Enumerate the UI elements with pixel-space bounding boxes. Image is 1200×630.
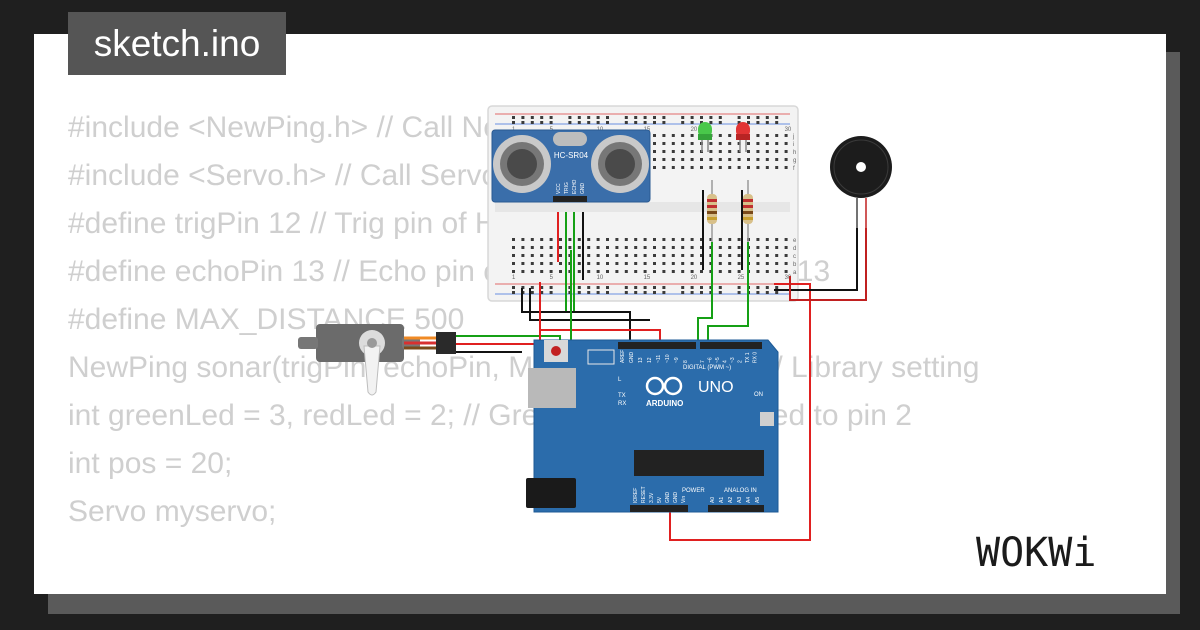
breadboard-row-letter: f	[793, 166, 795, 172]
digital-pin-label: 12	[647, 357, 653, 363]
wokwi-wordmark: WOKWi	[976, 530, 1096, 576]
digital-pin-label: AREF	[620, 350, 626, 363]
power-pin-label: 5V	[657, 496, 663, 503]
power-label: POWER	[682, 488, 705, 494]
sketch-title: sketch.ino	[68, 12, 286, 75]
breadboard-row-letter: j	[792, 134, 794, 140]
digital-pin-label: ~6	[708, 357, 714, 363]
board-led-label: TX	[618, 393, 626, 399]
code-line: void setup() {	[68, 584, 979, 594]
breadboard-row-letter: e	[793, 238, 797, 244]
board-led-label: RX	[618, 401, 626, 407]
breadboard-number: 20	[691, 127, 698, 133]
analog-pin-label: A5	[755, 497, 761, 503]
breadboard-number: 1	[512, 275, 516, 281]
digital-label: DIGITAL (PWM ~)	[683, 365, 731, 371]
digital-pin-label: TX 1	[745, 352, 751, 363]
breadboard-number: 15	[644, 275, 651, 281]
breadboard-row-letter: g	[793, 158, 796, 164]
digital-pin-label: ~3	[730, 357, 736, 363]
digital-pin-label: 7	[700, 360, 706, 363]
buzzer	[830, 136, 892, 228]
breadboard-number: 10	[597, 275, 604, 281]
digital-pin-label: 2	[738, 360, 744, 363]
digital-pin-label: ~9	[674, 357, 680, 363]
code-line: int pos = 20;	[68, 447, 233, 480]
green-led	[698, 122, 712, 152]
digital-pin-label: ~11	[656, 355, 662, 363]
breadboard-number: 25	[738, 275, 745, 281]
analog-pin-label: A4	[746, 497, 752, 503]
power-pin-label: IOREF	[633, 488, 639, 503]
resistor-red	[743, 180, 753, 242]
breadboard-number: 5	[550, 275, 554, 281]
analog-pin-label: A0	[710, 497, 716, 503]
breadboard-row-letter: d	[793, 246, 796, 252]
breadboard-number: 30	[785, 275, 792, 281]
sensor-pin-label: TRIG	[564, 182, 570, 194]
breadboard-row-letter: h	[793, 150, 796, 156]
digital-pin-label: 4	[723, 360, 729, 363]
digital-pin-label: ~5	[715, 357, 721, 363]
on-led-label: ON	[754, 392, 763, 398]
arduino-uno-board: UNO ARDUINO DIGITAL (PWM ~) POWER ANALOG…	[526, 339, 779, 513]
board-model: UNO	[698, 379, 734, 396]
analog-pin-label: A2	[728, 497, 734, 503]
analog-label: ANALOG IN	[724, 488, 757, 494]
analog-pin-label: A1	[719, 497, 725, 503]
resistor-green	[707, 180, 717, 242]
power-pin-label: 3.3V	[649, 492, 655, 503]
red-led	[736, 122, 750, 152]
power-pin-label: GND	[673, 492, 679, 504]
breadboard-holes	[512, 116, 788, 294]
power-pin-label: Vin	[681, 496, 687, 503]
analog-pin-label: A3	[737, 497, 743, 503]
digital-pin-label: ~10	[665, 354, 671, 363]
code-line: Servo myservo;	[68, 495, 277, 528]
breadboard-row-letter: a	[793, 270, 797, 276]
digital-pin-label: 8	[683, 360, 689, 363]
digital-pin-label: 13	[638, 357, 644, 363]
breadboard-number: 30	[785, 127, 792, 133]
board-led-label: L	[618, 377, 622, 383]
sensor-pin-label: ECHO	[572, 179, 578, 194]
sensor-pin-label: VCC	[556, 183, 562, 194]
board-brand: ARDUINO	[646, 399, 683, 408]
wokwi-logo: WOKWi	[976, 530, 1096, 576]
sensor-pin-label: GND	[580, 183, 586, 195]
breadboard-row-letter: i	[793, 142, 794, 148]
board-led-labels: L TX RX	[618, 377, 626, 407]
power-pin-label: RESET	[641, 486, 647, 503]
sensor-label: HC-SR04	[554, 151, 589, 160]
breadboard-row-letter: c	[793, 254, 796, 260]
digital-pin-label: GND	[629, 352, 635, 364]
power-pin-label: GND	[665, 492, 671, 504]
digital-pin-label: RX 0	[753, 352, 759, 363]
breadboard-number: 20	[691, 275, 698, 281]
servo-motor	[298, 324, 456, 396]
breadboard-row-letter: b	[793, 262, 797, 268]
